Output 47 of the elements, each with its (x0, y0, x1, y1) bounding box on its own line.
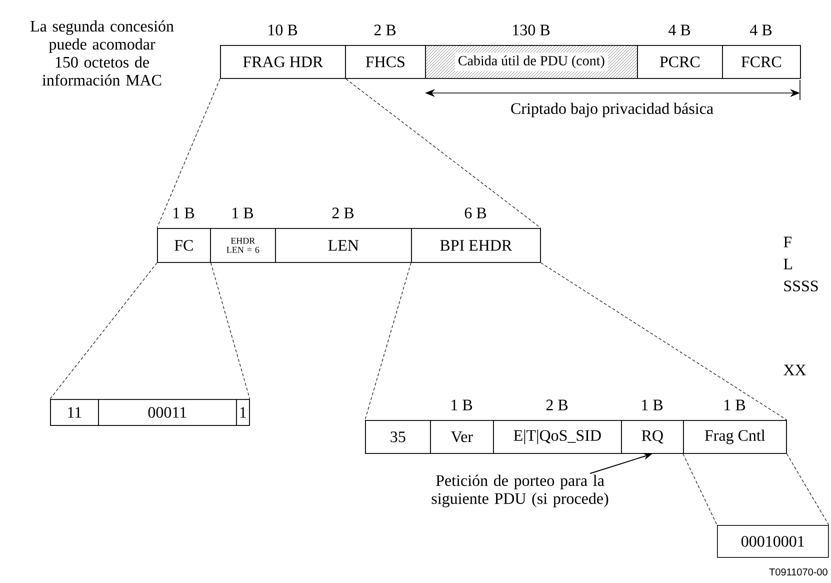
expansion-line (682, 453, 718, 526)
byte-count: 6 B (464, 208, 486, 218)
expansion-line (210, 262, 250, 400)
byte-count: 4 B (750, 24, 772, 36)
field-cell: 35 (365, 420, 431, 454)
field-cell: 00011 (98, 398, 237, 426)
byte-count: 4 B (668, 24, 690, 36)
field-cell: FCRC (722, 45, 801, 79)
field-cell: 1 (236, 398, 250, 426)
expansion-line (50, 262, 158, 400)
field-cell: 00010001 (717, 524, 829, 558)
stray-text: SSSS (784, 280, 818, 292)
field-cell: LEN (275, 228, 412, 263)
byte-count: 2 B (546, 400, 568, 410)
note-text: La segunda concesión puede acomodar 150 octetos de información MAC (30, 20, 174, 86)
byte-count: 10 B (268, 24, 298, 36)
dimension-label: Criptado bajo privacidad básica (511, 102, 714, 118)
byte-count: 130 B (513, 24, 550, 36)
field-cell: RQ (621, 420, 684, 454)
field-cell: FC (157, 228, 211, 263)
expansion-line (540, 262, 788, 420)
byte-count: 1 B (452, 400, 472, 410)
field-cell: PCRC (637, 45, 723, 79)
expansion-line (156, 78, 220, 228)
field-cell: Ver (430, 420, 494, 454)
field-cell: Frag Cntl (683, 420, 787, 454)
byte-count: 1 B (232, 208, 254, 218)
field-cell: FHCS (345, 45, 426, 79)
expansion-line (786, 453, 830, 526)
note-text: Petición de porteo para la siguiente PDU (si procede) (432, 474, 608, 508)
expansion-line (346, 78, 542, 228)
field-cell: EHDR LEN = 6 (210, 228, 276, 263)
stray-text: L (784, 258, 792, 270)
byte-count: 1 B (724, 400, 746, 410)
expansion-line (364, 262, 412, 420)
byte-count: 1 B (642, 400, 663, 410)
figure-code: T0911070-00 (769, 568, 828, 576)
stray-text: XX (784, 364, 806, 376)
field-cell: 11 (50, 398, 99, 426)
field-cell: FRAG HDR (220, 45, 346, 79)
stray-text: F (784, 236, 792, 248)
byte-count: 1 B (174, 208, 194, 218)
field-cell: E|T|QoS_SID (493, 420, 622, 454)
field-cell: BPI EHDR (411, 228, 541, 263)
field-cell: Cabida útil de PDU (cont) (425, 45, 638, 79)
byte-count: 2 B (374, 24, 396, 36)
byte-count: 2 B (332, 208, 354, 218)
